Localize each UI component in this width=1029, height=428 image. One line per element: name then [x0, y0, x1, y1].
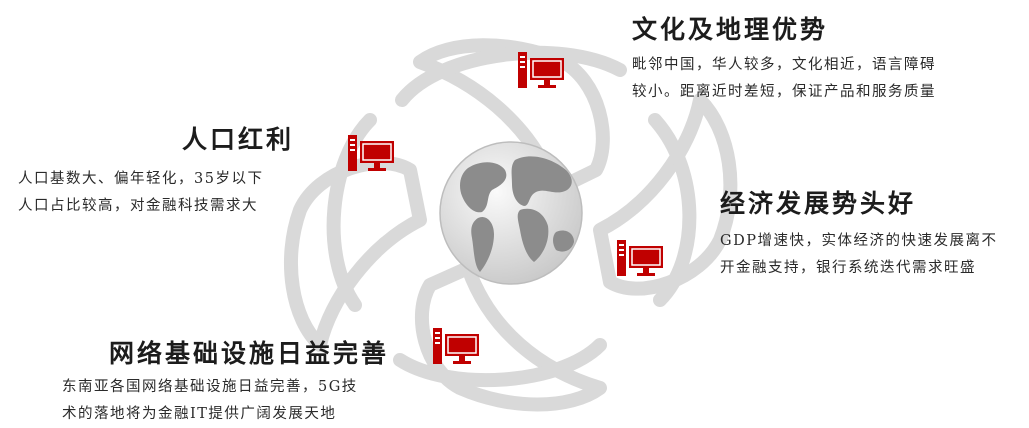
computer-icon: [518, 52, 564, 88]
infrastructure-description: 东南亚各国网络基础设施日益完善，5G技 术的落地将为金融IT提供广阔发展天地: [62, 374, 358, 428]
culture-line-2: 较小。距离近时差短，保证产品和服务质量: [632, 84, 936, 100]
culture-description: 毗邻中国，华人较多，文化相近，语言障碍 较小。距离近时差短，保证产品和服务质量: [632, 52, 936, 106]
population-line-1: 人口基数大、偏年轻化，35岁以下: [18, 171, 264, 187]
economy-line-1: GDP增速快，实体经济的快速发展离不: [720, 233, 998, 249]
infrastructure-line-1: 东南亚各国网络基础设施日益完善，5G技: [62, 379, 358, 395]
computer-icon: [617, 240, 663, 276]
globe-icon: [439, 141, 583, 285]
petal-left: [284, 156, 427, 352]
computer-icon: [348, 135, 394, 171]
population-title: 人口红利: [181, 125, 294, 154]
culture-title: 文化及地理优势: [632, 15, 829, 44]
population-line-2: 人口占比较高，对金融科技需求大: [18, 198, 258, 214]
economy-title: 经济发展势头好: [720, 189, 917, 218]
economy-description: GDP增速快，实体经济的快速发展离不 开金融支持，银行系统迭代需求旺盛: [720, 228, 997, 282]
petal-bottom: [415, 261, 607, 412]
infrastructure-title: 网络基础设施日益完善: [108, 339, 389, 368]
infrastructure-line-2: 术的落地将为金融IT提供广阔发展天地: [62, 406, 337, 422]
computer-icon: [433, 328, 479, 364]
culture-line-1: 毗邻中国，华人较多，文化相近，语言障碍: [632, 57, 936, 73]
population-description: 人口基数大、偏年轻化，35岁以下 人口占比较高，对金融科技需求大: [18, 166, 263, 220]
economy-line-2: 开金融支持，银行系统迭代需求旺盛: [720, 260, 976, 276]
petal-top: [413, 38, 610, 197]
